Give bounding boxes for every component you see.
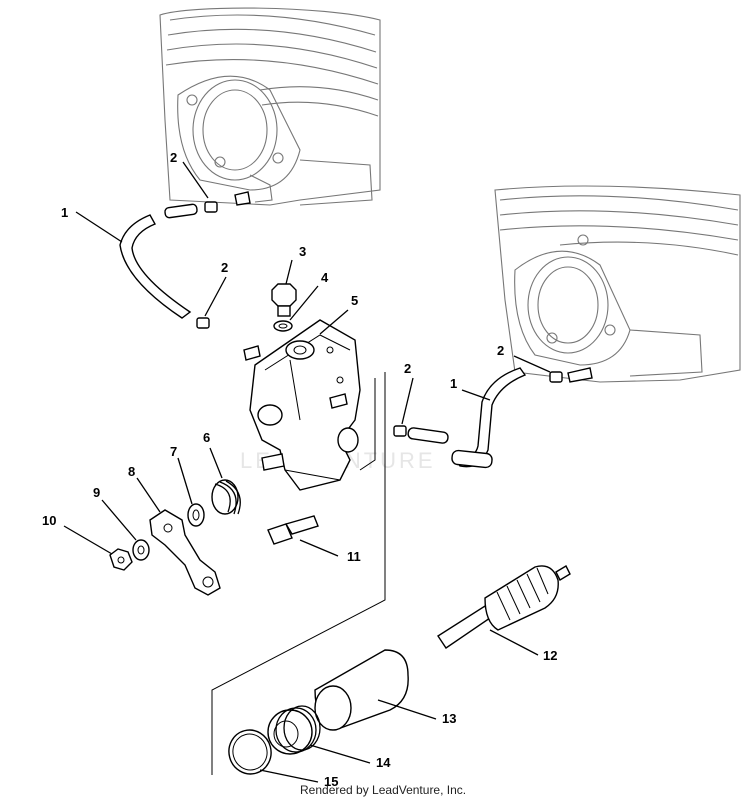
callout-13: 13 xyxy=(442,711,456,726)
callout-9: 9 xyxy=(93,485,100,500)
callout-15: 15 xyxy=(324,774,338,789)
callout-10: 10 xyxy=(42,513,56,528)
callout-6: 6 xyxy=(203,430,210,445)
callout-12: 12 xyxy=(543,648,557,663)
callout-4: 4 xyxy=(321,270,329,285)
bushing-sleeve xyxy=(314,649,409,731)
compression-spring xyxy=(267,705,321,755)
callout-11: 11 xyxy=(347,549,361,564)
credit-text: Rendered by LeadVenture, Inc. xyxy=(300,783,467,797)
callout-14: 14 xyxy=(376,755,391,770)
leader-lines xyxy=(63,161,551,783)
callout-1-right: 1 xyxy=(450,376,457,391)
callout-2-right: 2 xyxy=(497,343,504,358)
control-lever xyxy=(149,509,221,596)
return-spring xyxy=(211,479,241,515)
washer-7 xyxy=(187,503,205,527)
o-ring xyxy=(228,729,272,775)
callout-3: 3 xyxy=(299,244,306,259)
oil-line-left xyxy=(119,191,251,319)
callout-7: 7 xyxy=(170,444,177,459)
callout-2-left: 2 xyxy=(221,260,228,275)
engine-cylinder-right xyxy=(494,185,741,383)
sealing-washer xyxy=(273,320,293,332)
clamp-b xyxy=(196,317,210,329)
callout-5: 5 xyxy=(351,293,358,308)
oil-line-right xyxy=(407,367,527,469)
callout-2-center: 2 xyxy=(404,361,411,376)
engine-cylinder-left xyxy=(159,7,381,206)
clamp-a xyxy=(204,201,218,213)
nut-10 xyxy=(109,548,133,571)
drive-gear-shaft xyxy=(437,565,571,649)
banjo-bolt xyxy=(271,283,297,317)
clamp-c xyxy=(393,425,407,437)
clamp-d xyxy=(549,371,563,383)
callout-1-left: 1 xyxy=(61,205,68,220)
callout-8: 8 xyxy=(128,464,135,479)
mounting-screw xyxy=(267,515,319,545)
washer-9 xyxy=(132,539,150,561)
callout-2-top: 2 xyxy=(170,150,177,165)
group-bracket xyxy=(211,372,386,775)
oil-pump-body xyxy=(243,319,361,491)
